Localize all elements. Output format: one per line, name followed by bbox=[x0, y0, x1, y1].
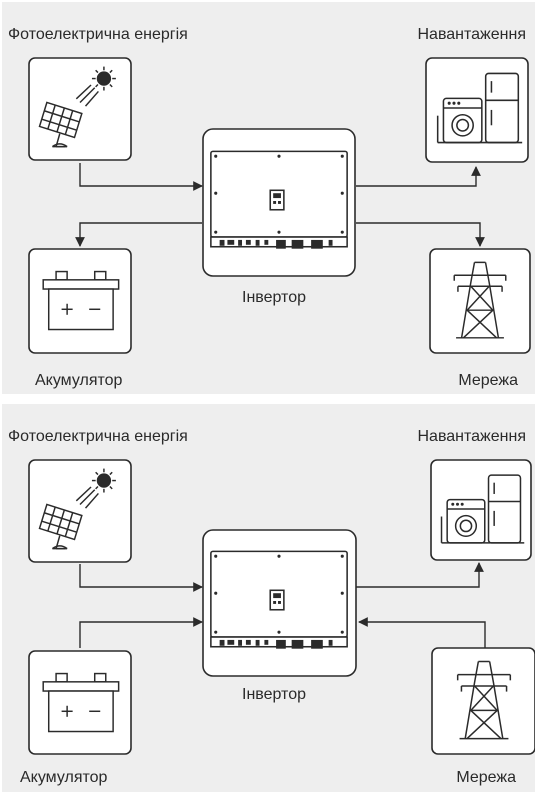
grid-label: Мережа bbox=[456, 769, 516, 786]
battery-icon bbox=[42, 672, 120, 733]
battery-icon bbox=[42, 270, 120, 331]
battery-label: Акумулятор bbox=[35, 372, 123, 389]
pv-label: Фотоелектрична енергія bbox=[8, 26, 188, 43]
energy-flow-diagram bbox=[28, 459, 535, 755]
inverter-to-battery-arrow bbox=[75, 222, 202, 247]
inverter-label: Інвертор bbox=[242, 289, 306, 306]
load-label: Навантаження bbox=[417, 26, 527, 43]
grid-to-inverter-arrow bbox=[358, 617, 486, 648]
energy-flow-diagram bbox=[28, 57, 531, 354]
battery-label: Акумулятор bbox=[20, 769, 108, 786]
pv-label: Фотоелектрична енергія bbox=[8, 428, 188, 445]
pv-to-inverter-arrow bbox=[79, 564, 203, 592]
inverter-icon bbox=[210, 550, 348, 650]
inverter-to-load-arrow bbox=[356, 166, 481, 187]
inverter-icon bbox=[210, 150, 348, 250]
inverter-to-grid-arrow bbox=[356, 222, 485, 247]
load-label: Навантаження bbox=[417, 428, 527, 445]
pv-to-inverter-arrow bbox=[79, 163, 203, 191]
grid-label: Мережа bbox=[458, 372, 518, 389]
battery-to-inverter-arrow bbox=[79, 617, 203, 648]
inverter-to-load-arrow bbox=[356, 562, 484, 588]
diagram-panel-bottom: Фотоелектрична енергія Навантаження Інве… bbox=[2, 404, 535, 792]
inverter-label: Інвертор bbox=[242, 686, 306, 703]
diagram-panel-top: Фотоелектрична енергія Навантаження Інве… bbox=[2, 2, 535, 394]
